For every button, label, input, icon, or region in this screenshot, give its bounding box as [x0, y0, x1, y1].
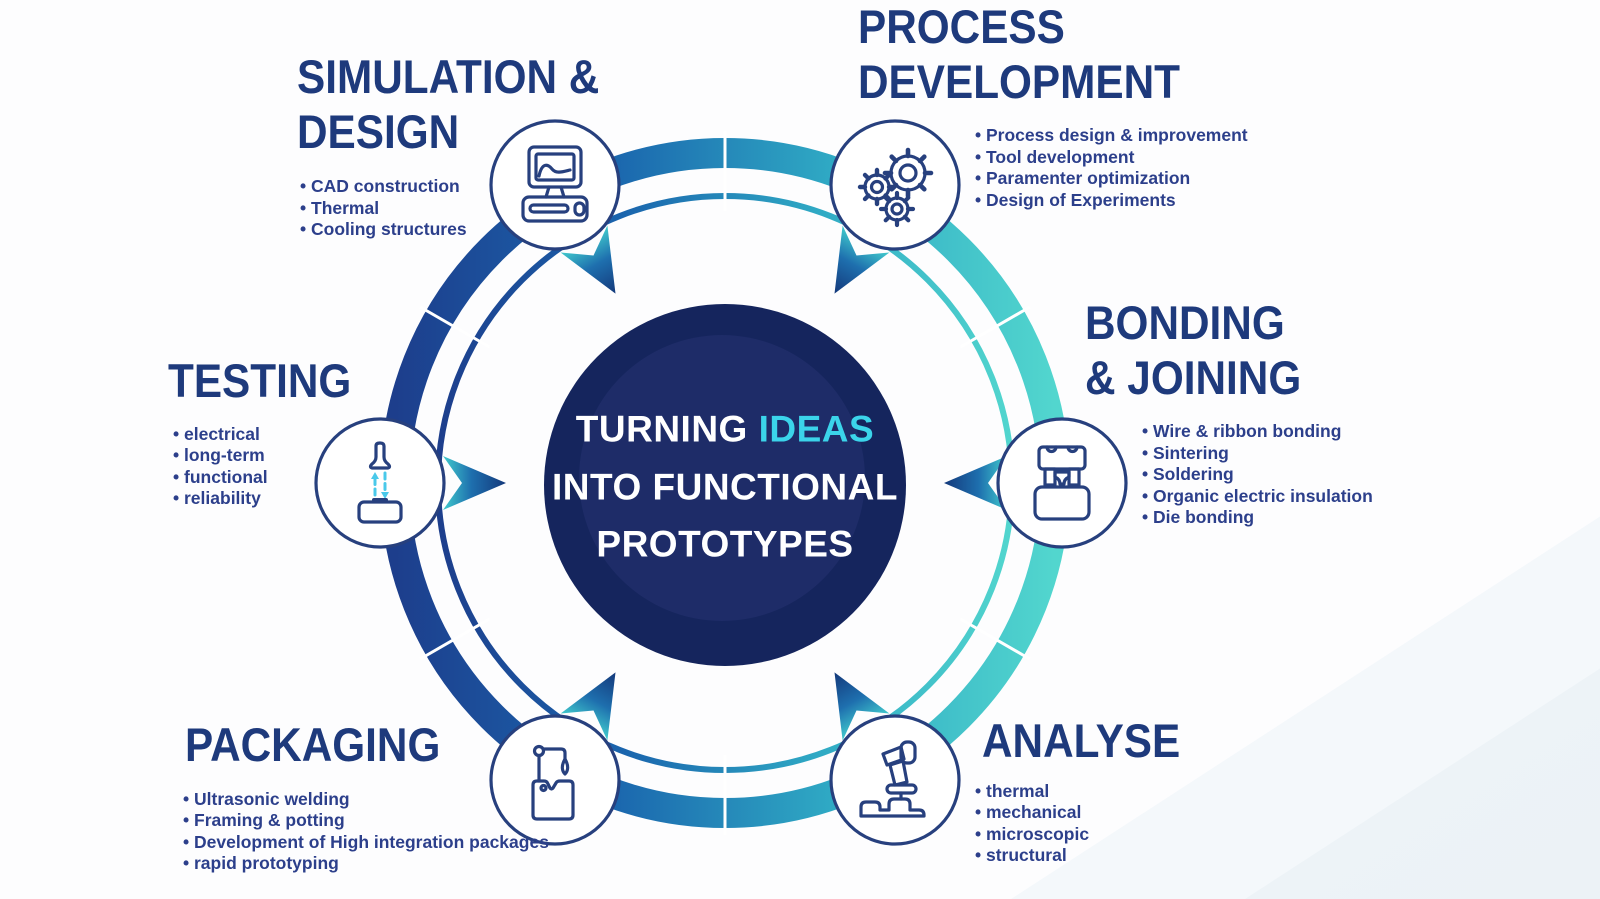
- bullet-item: functional: [173, 467, 488, 489]
- gears-icon: [857, 147, 934, 228]
- stage-title: PACKAGING: [185, 718, 441, 771]
- microscope-icon: [859, 740, 926, 818]
- package-icon: [531, 744, 575, 821]
- stage-bullets: Wire & ribbon bonding Sintering Solderin…: [1142, 421, 1525, 529]
- stage-title: ANALYSE: [982, 714, 1181, 767]
- bullet-item: Die bonding: [1142, 507, 1525, 529]
- center-circle: [544, 304, 906, 666]
- stage-bullets: CAD construction Thermal Cooling structu…: [300, 176, 717, 241]
- bonding-tool-icon: [1033, 445, 1091, 521]
- stage-bullets: thermal mechanical microscopic structura…: [975, 781, 1302, 867]
- stage-simulation-design: SIMULATION & DESIGN CAD construction The…: [297, 50, 717, 241]
- slogan-line3: PROTOTYPES: [596, 523, 854, 565]
- bullet-item: Cooling structures: [300, 219, 717, 241]
- stage-bullets: Process design & improvement Tool develo…: [975, 125, 1298, 211]
- stage-title: PROCESS DEVELOPMENT: [858, 0, 1180, 108]
- bullet-item: Process design & improvement: [975, 125, 1298, 147]
- bullet-item: Framing & potting: [183, 810, 725, 832]
- stage-packaging: PACKAGING Ultrasonic welding Framing & p…: [185, 718, 725, 875]
- bullet-item: Soldering: [1142, 464, 1525, 486]
- bullet-item: Paramenter optimization: [975, 168, 1298, 190]
- bullet-item: structural: [975, 845, 1302, 867]
- bullet-item: reliability: [173, 488, 488, 510]
- arrow-analyse: [834, 672, 890, 741]
- center-slogan: TURNING IDEAS INTO FUNCTIONAL PROTOTYPES: [510, 400, 940, 573]
- bullet-item: Tool development: [975, 147, 1298, 169]
- arrow-bonding: [944, 456, 1007, 510]
- bullet-item: Sintering: [1142, 443, 1525, 465]
- stage-bullets: Ultrasonic welding Framing & potting Dev…: [183, 789, 725, 875]
- arrow-process: [834, 225, 890, 294]
- bullet-item: Thermal: [300, 198, 717, 220]
- bullet-item: Wire & ribbon bonding: [1142, 421, 1525, 443]
- stage-process-development: PROCESS DEVELOPMENT Process design & imp…: [858, 0, 1298, 211]
- arrow-simulation: [560, 225, 616, 294]
- bullet-item: Design of Experiments: [975, 190, 1298, 212]
- stage-analyse: ANALYSE thermal mechanical microscopic s…: [982, 714, 1302, 867]
- ring-segment-dividers: [419, 131, 1031, 835]
- bullet-item: Organic electric insulation: [1142, 486, 1525, 508]
- stage-testing: TESTING electrical long-term functional …: [168, 354, 488, 510]
- stage-title: SIMULATION & DESIGN: [297, 50, 600, 158]
- bullet-item: mechanical: [975, 802, 1302, 824]
- stage-bullets: electrical long-term functional reliabil…: [173, 424, 488, 510]
- bullet-item: microscopic: [975, 824, 1302, 846]
- bullet-item: thermal: [975, 781, 1302, 803]
- stage-bonding-joining: BONDING & JOINING Wire & ribbon bonding …: [1085, 296, 1525, 529]
- stage-title: TESTING: [168, 354, 352, 407]
- bullet-item: Ultrasonic welding: [183, 789, 725, 811]
- slogan-word: TURNING: [575, 408, 748, 450]
- slogan-accent-word: IDEAS: [758, 408, 875, 450]
- slogan-line2: INTO FUNCTIONAL: [552, 466, 898, 508]
- stage-title: BONDING & JOINING: [1085, 296, 1302, 404]
- bullet-item: rapid prototyping: [183, 853, 725, 875]
- bullet-item: CAD construction: [300, 176, 717, 198]
- bullet-item: long-term: [173, 445, 488, 467]
- bullet-item: electrical: [173, 424, 488, 446]
- bullet-item: Development of High integration packages: [183, 832, 725, 854]
- arrow-packaging: [560, 672, 616, 741]
